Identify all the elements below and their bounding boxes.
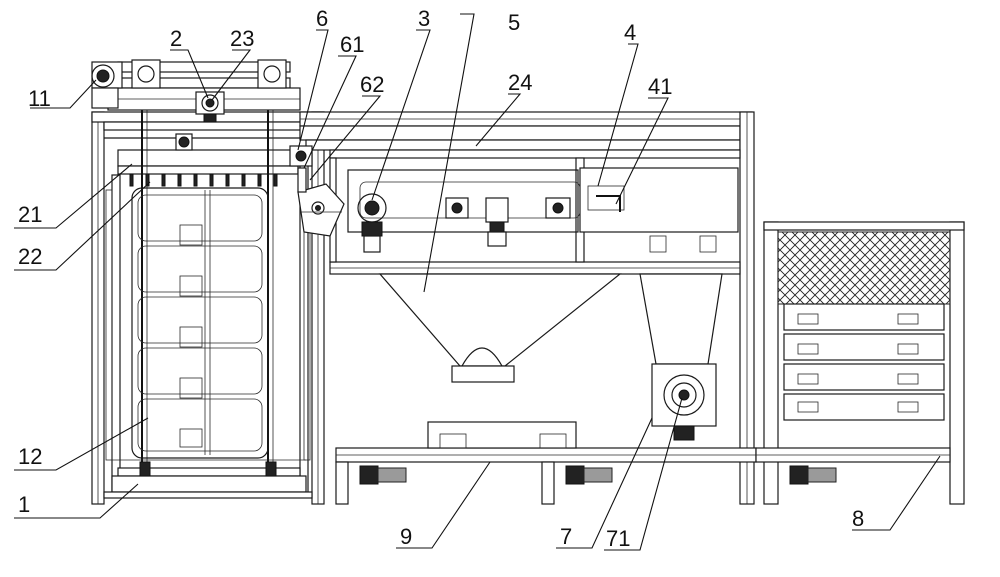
label-5: 5: [508, 10, 520, 35]
hopper-5: [378, 273, 622, 383]
part-labels: 11 2 23 21 22 12 1 6 61 62 3 5 24 4 41 9…: [18, 6, 864, 551]
pallet-cage: [763, 221, 965, 505]
conveyor-motor-icon: [565, 465, 613, 485]
translation-carriage: [347, 167, 739, 253]
hopper-7: [639, 273, 723, 441]
motor-3-icon: [357, 193, 387, 253]
conveyor-9: [335, 421, 757, 505]
carriage-rollers: [445, 197, 571, 219]
label-24: 24: [508, 70, 532, 95]
label-6: 6: [316, 6, 328, 31]
lifting-frame: [91, 60, 325, 505]
conveyor-8: [755, 447, 951, 485]
label-61: 61: [340, 32, 364, 57]
label-8: 8: [852, 506, 864, 531]
label-21: 21: [18, 202, 42, 227]
label-1: 1: [18, 492, 30, 517]
gripper-assembly: [289, 145, 345, 237]
motor-11-icon: [91, 61, 123, 109]
gear-motor-23-icon: [195, 91, 225, 123]
leader-lines: [14, 13, 941, 551]
label-4: 4: [624, 20, 636, 45]
label-11: 11: [28, 86, 51, 111]
conveyor-motor-icon: [359, 465, 407, 485]
top-drive-assembly: [91, 59, 301, 151]
label-3: 3: [418, 6, 430, 31]
label-62: 62: [360, 72, 384, 97]
label-2: 2: [170, 26, 182, 51]
label-9: 9: [400, 524, 412, 549]
label-22: 22: [18, 244, 42, 269]
label-12: 12: [18, 444, 42, 469]
tray-stack: [131, 187, 269, 459]
center-motor-icon: [485, 197, 509, 247]
label-7: 7: [560, 524, 572, 549]
label-71: 71: [606, 526, 630, 551]
label-23: 23: [230, 26, 254, 51]
label-41: 41: [648, 74, 672, 99]
fork-teeth: [129, 173, 278, 187]
conveyor-motor-icon: [789, 465, 837, 485]
upper-rail: [299, 111, 755, 505]
